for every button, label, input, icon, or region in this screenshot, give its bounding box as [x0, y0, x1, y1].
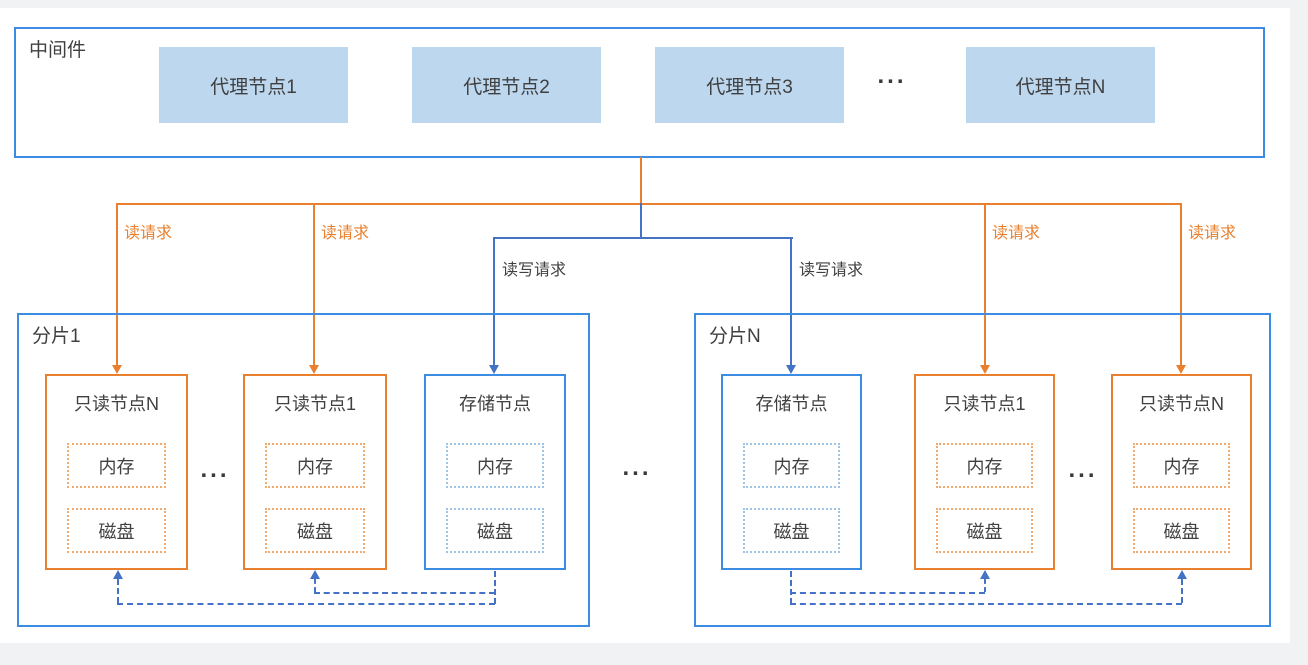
node-title: 存储节点: [755, 394, 828, 414]
memory-box: 内存: [446, 443, 544, 488]
disk-box: 磁盘: [67, 508, 166, 553]
arrow-up-icon: [980, 570, 990, 579]
read-edge-4-label: 读请求: [1188, 225, 1237, 242]
shardN-node-ellipsis: ...: [1068, 456, 1098, 483]
arrow-down-icon: [980, 365, 990, 374]
shard1-replication-line-1-riser: [314, 579, 316, 592]
read-edge-3-label: 读请求: [992, 225, 1041, 242]
shard-gap-ellipsis: ...: [622, 454, 652, 481]
trunk-line-blue: [640, 203, 642, 238]
shard-n-box: 分片N: [694, 313, 1271, 627]
shard1-node-ellipsis: ...: [200, 456, 230, 483]
node-title: 只读节点N: [74, 394, 159, 414]
proxy-node-2: 代理节点2: [412, 47, 601, 123]
read-edge-2-label: 读请求: [321, 225, 370, 242]
read-bus-line: [116, 203, 1182, 205]
arrow-down-icon: [309, 365, 319, 374]
middleware-box: 中间件: [14, 27, 1265, 158]
read-edge-2-line: [313, 203, 315, 366]
memory-box: 内存: [743, 443, 840, 488]
shard-1-box: 分片1: [17, 313, 590, 627]
shard1-replication-line-1: [314, 592, 495, 594]
disk-box: 磁盘: [1133, 508, 1230, 553]
readwrite-edge-1-line: [493, 237, 495, 366]
proxy-node-3-label: 代理节点3: [706, 76, 793, 98]
shard-1-label: 分片1: [32, 326, 81, 347]
proxy-ellipsis: ...: [877, 62, 907, 89]
memory-box: 内存: [67, 443, 166, 488]
proxy-node-3: 代理节点3: [655, 47, 844, 123]
shardN-replication-line-2-riser: [1181, 579, 1183, 603]
node-title: 只读节点N: [1139, 394, 1224, 414]
arrow-down-icon: [489, 365, 499, 374]
shard1-replication-line-2: [117, 603, 495, 605]
readwrite-edge-1-label: 读写请求: [502, 262, 567, 279]
disk-box: 磁盘: [265, 508, 365, 553]
readwrite-edge-2-label: 读写请求: [799, 262, 864, 279]
shardN-storage-node: 存储节点 内存 磁盘: [721, 374, 862, 570]
shard1-storage-node: 存储节点 内存 磁盘: [424, 374, 566, 570]
shardN-replication-line-2: [790, 603, 1182, 605]
node-title: 只读节点1: [943, 394, 1026, 414]
readwrite-bus-line: [493, 237, 793, 239]
shard1-readonly-node-1: 只读节点1 内存 磁盘: [243, 374, 387, 570]
arrow-down-icon: [112, 365, 122, 374]
memory-box: 内存: [936, 443, 1033, 488]
shard-n-label: 分片N: [709, 326, 761, 347]
shard1-readonly-node-n: 只读节点N 内存 磁盘: [45, 374, 188, 570]
node-title: 存储节点: [459, 394, 531, 414]
memory-box: 内存: [1133, 443, 1230, 488]
shardN-readonly-node-n: 只读节点N 内存 磁盘: [1111, 374, 1252, 570]
readwrite-edge-2-line: [790, 237, 792, 366]
proxy-node-1: 代理节点1: [159, 47, 348, 123]
proxy-node-n: 代理节点N: [966, 47, 1155, 123]
disk-box: 磁盘: [446, 508, 544, 553]
middleware-label: 中间件: [29, 40, 87, 61]
arrow-down-icon: [786, 365, 796, 374]
shardN-readonly-node-1: 只读节点1 内存 磁盘: [914, 374, 1055, 570]
trunk-line-orange: [640, 157, 642, 204]
shardN-replication-stem: [790, 571, 792, 604]
shardN-replication-line-1: [790, 592, 985, 594]
proxy-node-2-label: 代理节点2: [463, 76, 550, 98]
shardN-replication-line-1-riser: [984, 579, 986, 592]
arrow-up-icon: [310, 570, 320, 579]
proxy-node-1-label: 代理节点1: [210, 76, 297, 98]
memory-box: 内存: [265, 443, 365, 488]
disk-box: 磁盘: [743, 508, 840, 553]
arrow-down-icon: [1176, 365, 1186, 374]
arrow-up-icon: [1177, 570, 1187, 579]
arrow-up-icon: [113, 570, 123, 579]
read-edge-3-line: [984, 203, 986, 366]
proxy-node-n-label: 代理节点N: [1015, 76, 1106, 98]
read-edge-1-line: [116, 203, 118, 366]
disk-box: 磁盘: [936, 508, 1033, 553]
read-edge-4-line: [1180, 203, 1182, 366]
shard1-replication-stem: [494, 571, 496, 604]
shard1-replication-line-2-riser: [117, 579, 119, 603]
read-edge-1-label: 读请求: [124, 225, 173, 242]
node-title: 只读节点1: [273, 394, 356, 414]
